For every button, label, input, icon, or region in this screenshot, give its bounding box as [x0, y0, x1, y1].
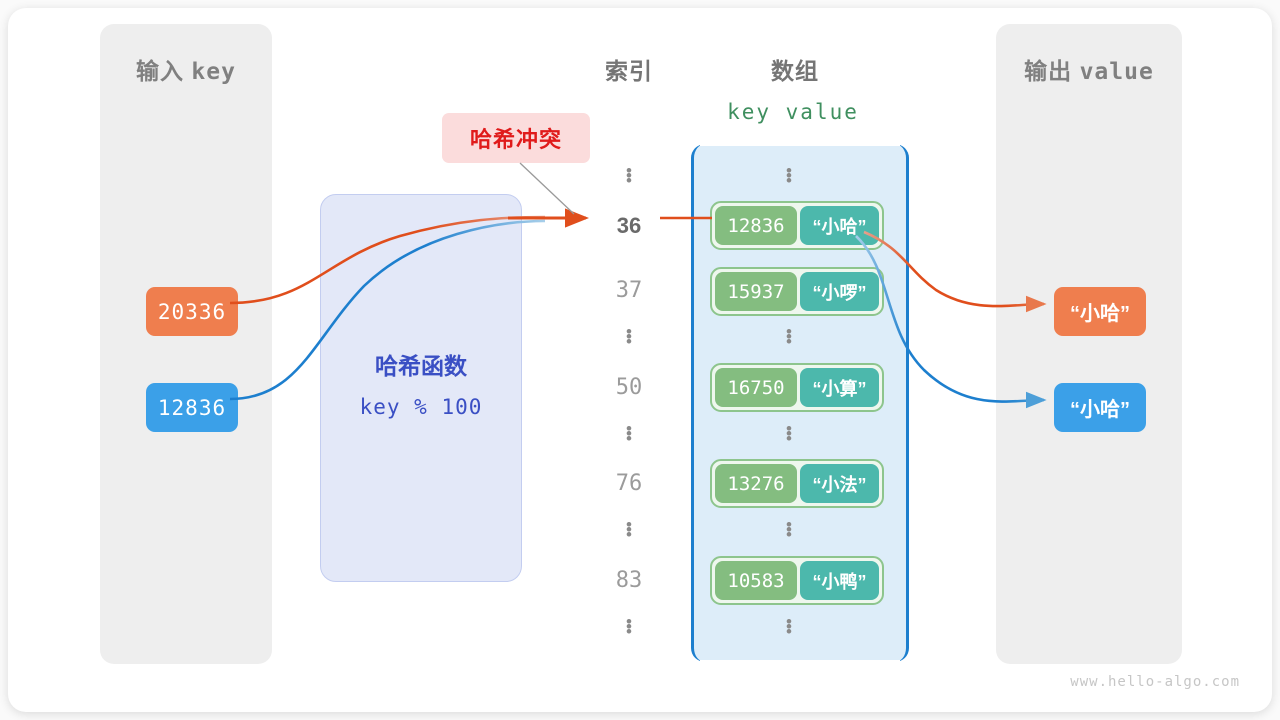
- index-label-83: 83: [615, 568, 643, 593]
- hash-function-box: 哈希函数 key % 100: [320, 194, 522, 582]
- watermark: www.hello-algo.com: [1070, 674, 1240, 690]
- array-entry-key: 16750: [715, 368, 797, 407]
- array-entry-value: “小鸭”: [800, 561, 879, 600]
- output-value-panel: 输出 value: [996, 24, 1182, 664]
- index-label-36: 36: [616, 213, 642, 238]
- key-value-heading: key value: [727, 100, 859, 124]
- array-entry-76[interactable]: 13276 “小法”: [710, 459, 884, 508]
- index-label-50: 50: [615, 375, 643, 400]
- array-ellipsis-3: •••: [786, 515, 792, 544]
- array-entry-value: “小算”: [800, 368, 879, 407]
- hash-collision-label: 哈希冲突: [442, 113, 590, 163]
- input-panel-title-cn: 输入: [136, 58, 185, 84]
- index-label-76: 76: [615, 471, 643, 496]
- collision-leader-line: [519, 162, 575, 215]
- array-column-heading: 数组: [771, 58, 819, 84]
- array-ellipsis-1: •••: [786, 322, 792, 351]
- array-ellipsis-0: •••: [786, 161, 792, 190]
- hash-function-title: 哈希函数: [375, 353, 467, 379]
- input-key-chip-0[interactable]: 20336: [146, 287, 238, 336]
- index-ellipsis-1: •••: [626, 322, 632, 351]
- array-entry-83[interactable]: 10583 “小鸭”: [710, 556, 884, 605]
- output-value-chip-1[interactable]: “小哈”: [1054, 383, 1146, 432]
- index-label-37: 37: [615, 278, 643, 303]
- input-key-panel: 输入 key: [100, 24, 272, 664]
- array-entry-value: “小哈”: [800, 206, 879, 245]
- array-ellipsis-2: •••: [786, 419, 792, 448]
- array-entry-value: “小啰”: [800, 272, 879, 311]
- diagram-card: 输入 key 20336 12836 哈希函数 key % 100 哈希冲突 索…: [8, 8, 1272, 712]
- diagram-stage: 输入 key 20336 12836 哈希函数 key % 100 哈希冲突 索…: [8, 8, 1272, 712]
- array-entry-36[interactable]: 12836 “小哈”: [710, 201, 884, 250]
- index-column-heading: 索引: [605, 58, 653, 84]
- output-panel-title-mono: value: [1079, 59, 1154, 85]
- array-entry-key: 10583: [715, 561, 797, 600]
- array-entry-key: 13276: [715, 464, 797, 503]
- array-entry-key: 15937: [715, 272, 797, 311]
- index-ellipsis-2: •••: [626, 419, 632, 448]
- array-entry-key: 12836: [715, 206, 797, 245]
- output-panel-title: 输出 value: [996, 52, 1182, 86]
- array-ellipsis-4: •••: [786, 612, 792, 641]
- index-ellipsis-0: •••: [626, 161, 632, 190]
- input-panel-title-mono: key: [191, 59, 236, 85]
- index-ellipsis-3: •••: [626, 515, 632, 544]
- array-entry-value: “小法”: [800, 464, 879, 503]
- output-panel-title-cn: 输出: [1024, 58, 1073, 84]
- input-panel-title: 输入 key: [100, 52, 272, 86]
- hash-function-expression: key % 100: [359, 395, 483, 419]
- output-value-chip-0[interactable]: “小哈”: [1054, 287, 1146, 336]
- index-ellipsis-4: •••: [626, 612, 632, 641]
- array-entry-37[interactable]: 15937 “小啰”: [710, 267, 884, 316]
- input-key-chip-1[interactable]: 12836: [146, 383, 238, 432]
- array-entry-50[interactable]: 16750 “小算”: [710, 363, 884, 412]
